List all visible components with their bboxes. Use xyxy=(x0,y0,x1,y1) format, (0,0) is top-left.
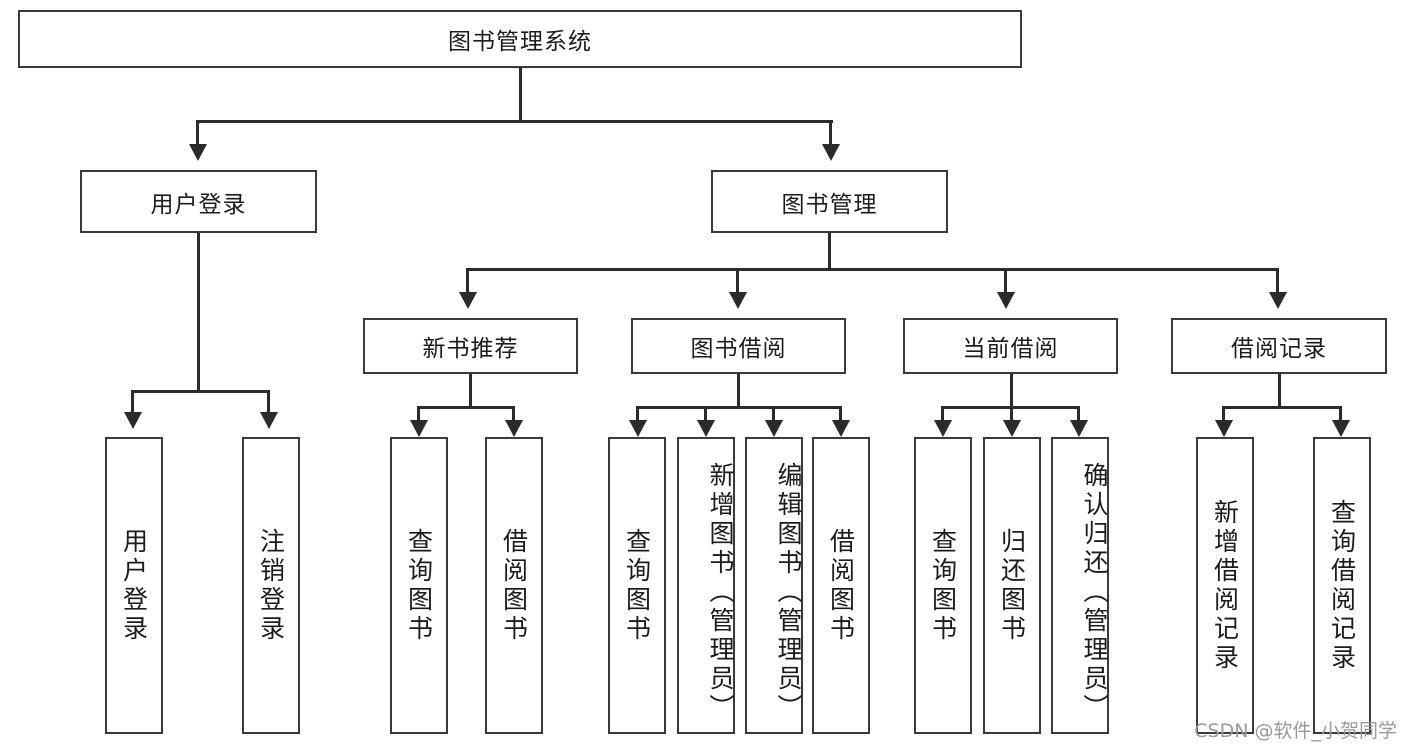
arrow-to-borrow-books-leaf-4 xyxy=(832,420,850,437)
connector-book-management-stem xyxy=(828,233,831,268)
leaf-records-query-record[interactable]: 查询借阅记录 xyxy=(1313,437,1371,734)
leaf-current-return-book[interactable]: 归还图书 xyxy=(983,437,1041,734)
arrow-to-borrow-books-leaf-3 xyxy=(765,420,783,437)
leaf-user-login[interactable]: 用户登录 xyxy=(105,437,163,734)
connector-level3-drop-1 xyxy=(466,268,469,292)
connector-borrow-books-bus xyxy=(636,406,841,409)
connector-borrow-books-stem xyxy=(737,374,740,406)
arrow-to-leaf-logout xyxy=(260,412,278,429)
connector-borrow-books-drop-2 xyxy=(704,406,707,420)
connector-level2-drop-right xyxy=(829,120,832,144)
connector-level3-drop-4 xyxy=(1276,268,1279,292)
leaf-new-books-borrow-book[interactable]: 借阅图书 xyxy=(485,437,543,734)
leaf-current-query-book[interactable]: 查询图书 xyxy=(914,437,972,734)
node-user-login[interactable]: 用户登录 xyxy=(80,170,317,233)
connector-level3-drop-2 xyxy=(736,268,739,292)
connector-borrow-books-drop-4 xyxy=(839,406,842,420)
connector-current-borrow-drop-1 xyxy=(941,406,944,420)
connector-level2-drop-left xyxy=(196,120,199,144)
connector-root-stem xyxy=(519,68,522,120)
connector-borrow-books-drop-1 xyxy=(636,406,639,420)
connector-user-login-drop-1 xyxy=(131,390,134,412)
leaf-current-confirm-return-admin[interactable]: 确认归还（管理员） xyxy=(1051,437,1109,734)
leaf-borrow-borrow-book[interactable]: 借阅图书 xyxy=(812,437,870,734)
leaf-new-books-query-book[interactable]: 查询图书 xyxy=(390,437,448,734)
connector-level2-bus xyxy=(196,120,833,123)
connector-borrow-records-bus xyxy=(1222,406,1341,409)
connector-user-login-stem xyxy=(197,233,200,390)
connector-new-books-stem xyxy=(469,374,472,406)
node-borrow-record[interactable]: 借阅记录 xyxy=(1171,318,1387,374)
leaf-borrow-edit-book-admin[interactable]: 编辑图书（管理员） xyxy=(745,437,803,734)
arrow-to-borrow-books-leaf-1 xyxy=(629,420,647,437)
connector-new-books-bus xyxy=(417,406,514,409)
arrow-to-borrow-records xyxy=(1269,292,1287,309)
connector-borrow-records-drop-1 xyxy=(1222,406,1225,420)
connector-level3-drop-3 xyxy=(1004,268,1007,292)
arrow-to-user-login xyxy=(189,144,207,161)
node-current-borrow[interactable]: 当前借阅 xyxy=(903,318,1118,374)
arrow-to-leaf-user-login xyxy=(124,412,142,429)
arrow-to-borrow-books-leaf-2 xyxy=(697,420,715,437)
arrow-to-borrow-books xyxy=(729,292,747,309)
leaf-borrow-query-book[interactable]: 查询图书 xyxy=(608,437,666,734)
arrow-to-current-borrow-leaf-2 xyxy=(1003,420,1021,437)
arrow-to-book-management xyxy=(822,144,840,161)
connector-current-borrow-stem xyxy=(1010,374,1013,406)
connector-new-books-drop-2 xyxy=(512,406,515,420)
node-root-system[interactable]: 图书管理系统 xyxy=(18,10,1022,68)
connector-borrow-records-drop-2 xyxy=(1339,406,1342,420)
connector-current-borrow-drop-3 xyxy=(1077,406,1080,420)
connector-borrow-records-stem xyxy=(1278,374,1281,406)
arrow-to-new-books-leaf-2 xyxy=(505,420,523,437)
node-book-borrow[interactable]: 图书借阅 xyxy=(631,318,846,374)
node-new-book-recommend[interactable]: 新书推荐 xyxy=(363,318,578,374)
arrow-to-current-borrow-leaf-3 xyxy=(1070,420,1088,437)
connector-user-login-drop-2 xyxy=(267,390,270,412)
connector-new-books-drop-1 xyxy=(417,406,420,420)
connector-level3-bus xyxy=(466,268,1279,271)
arrow-to-current-borrow xyxy=(997,292,1015,309)
arrow-to-borrow-records-leaf-2 xyxy=(1332,420,1350,437)
arrow-to-borrow-records-leaf-1 xyxy=(1215,420,1233,437)
arrow-to-new-books xyxy=(459,292,477,309)
connector-borrow-books-drop-3 xyxy=(772,406,775,420)
node-book-management[interactable]: 图书管理 xyxy=(711,170,948,233)
leaf-records-add-record[interactable]: 新增借阅记录 xyxy=(1196,437,1254,734)
leaf-borrow-add-book-admin[interactable]: 新增图书（管理员） xyxy=(677,437,735,734)
connector-current-borrow-drop-2 xyxy=(1010,406,1013,420)
arrow-to-new-books-leaf-1 xyxy=(410,420,428,437)
watermark-credit: CSDN @软件_小贺同学 xyxy=(1194,720,1397,742)
connector-user-login-bus xyxy=(131,390,269,393)
leaf-logout[interactable]: 注销登录 xyxy=(242,437,300,734)
arrow-to-current-borrow-leaf-1 xyxy=(934,420,952,437)
